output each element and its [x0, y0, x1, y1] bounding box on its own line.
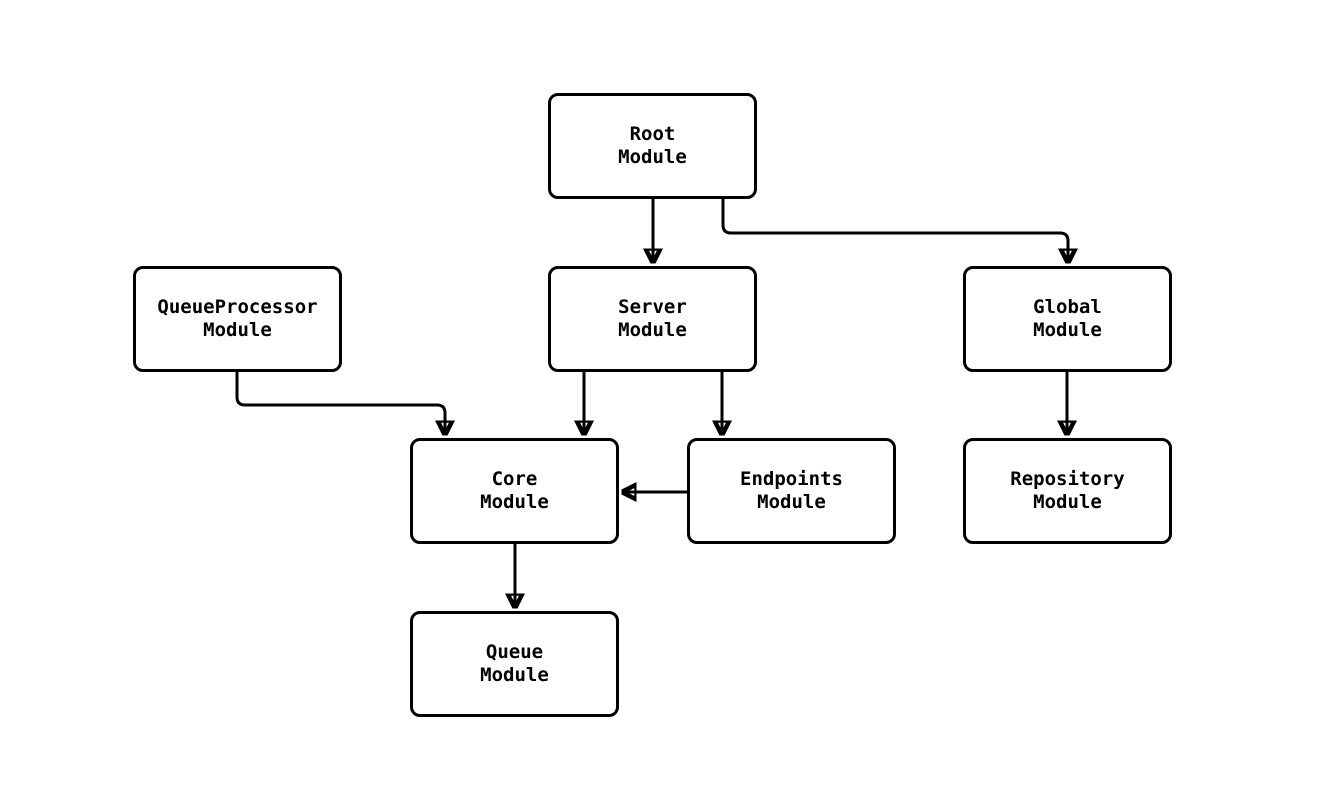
node-label-line: Repository: [1010, 468, 1125, 490]
node-label-line: Endpoints: [740, 468, 843, 490]
edge-root-to-global: [721, 198, 1068, 262]
node-label-line: Module: [480, 664, 549, 686]
node-label-line: Module: [1033, 319, 1102, 341]
node-label-line: Root: [629, 123, 676, 145]
node-queue-module: Queue Module: [410, 611, 619, 717]
node-label-line: Module: [757, 491, 826, 513]
node-queueprocessor-module: QueueProcessor Module: [133, 266, 342, 372]
node-label-line: Module: [480, 491, 549, 513]
node-endpoints-module: Endpoints Module: [687, 438, 896, 544]
node-root-module: Root Module: [548, 93, 757, 199]
node-label-line: Global: [1033, 296, 1102, 318]
node-global-module: Global Module: [963, 266, 1172, 372]
edge-queueprocessor-to-core: [235, 372, 445, 434]
node-label-line: Module: [618, 146, 687, 168]
node-label-line: Module: [618, 319, 687, 341]
node-repository-module: Repository Module: [963, 438, 1172, 544]
node-server-module: Server Module: [548, 266, 757, 372]
node-label-line: Module: [203, 319, 272, 341]
node-label-line: Queue: [485, 641, 544, 663]
node-label-line: QueueProcessor: [157, 296, 318, 318]
node-label-line: Module: [1033, 491, 1102, 513]
node-core-module: Core Module: [410, 438, 619, 544]
node-label-line: Core: [491, 468, 538, 490]
node-label-line: Server: [618, 296, 687, 318]
